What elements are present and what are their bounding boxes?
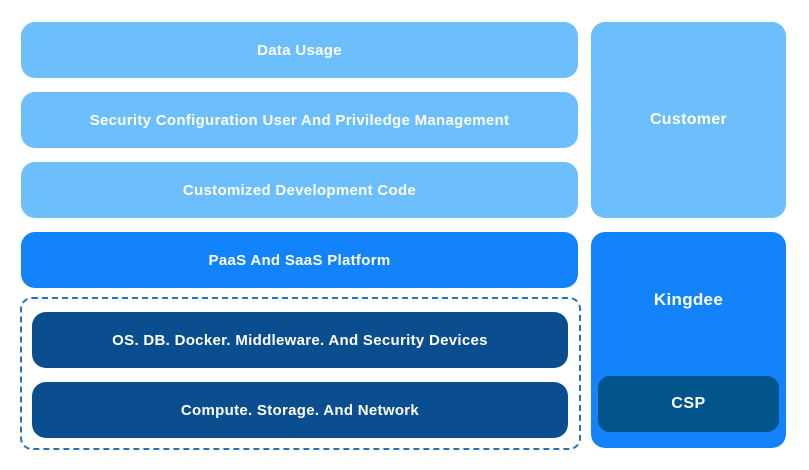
owner-kingdee: Kingdee CSP — [591, 232, 786, 448]
layer-os-db-docker: OS. DB. Docker. Middleware. And Security… — [32, 312, 568, 368]
layer-data-usage: Data Usage — [21, 22, 578, 78]
layer-label: Compute. Storage. And Network — [180, 401, 420, 419]
layer-label: Data Usage — [257, 41, 342, 59]
infrastructure-group: OS. DB. Docker. Middleware. And Security… — [20, 297, 581, 450]
owner-label: Customer — [649, 111, 728, 128]
layer-label: Security Configuration User And Priviled… — [89, 111, 510, 129]
owner-csp: CSP — [598, 376, 779, 432]
layer-paas-saas-platform: PaaS And SaaS Platform — [21, 232, 578, 288]
layer-label: Customized Development Code — [182, 181, 417, 199]
layer-customized-development: Customized Development Code — [21, 162, 578, 218]
layer-label: PaaS And SaaS Platform — [208, 251, 391, 269]
owner-label: CSP — [671, 395, 706, 412]
layer-label: OS. DB. Docker. Middleware. And Security… — [112, 331, 488, 349]
layer-compute-storage-network: Compute. Storage. And Network — [32, 382, 568, 438]
owner-customer: Customer — [591, 22, 786, 218]
owner-label: Kingdee — [653, 290, 724, 309]
layer-security-configuration: Security Configuration User And Priviled… — [21, 92, 578, 148]
